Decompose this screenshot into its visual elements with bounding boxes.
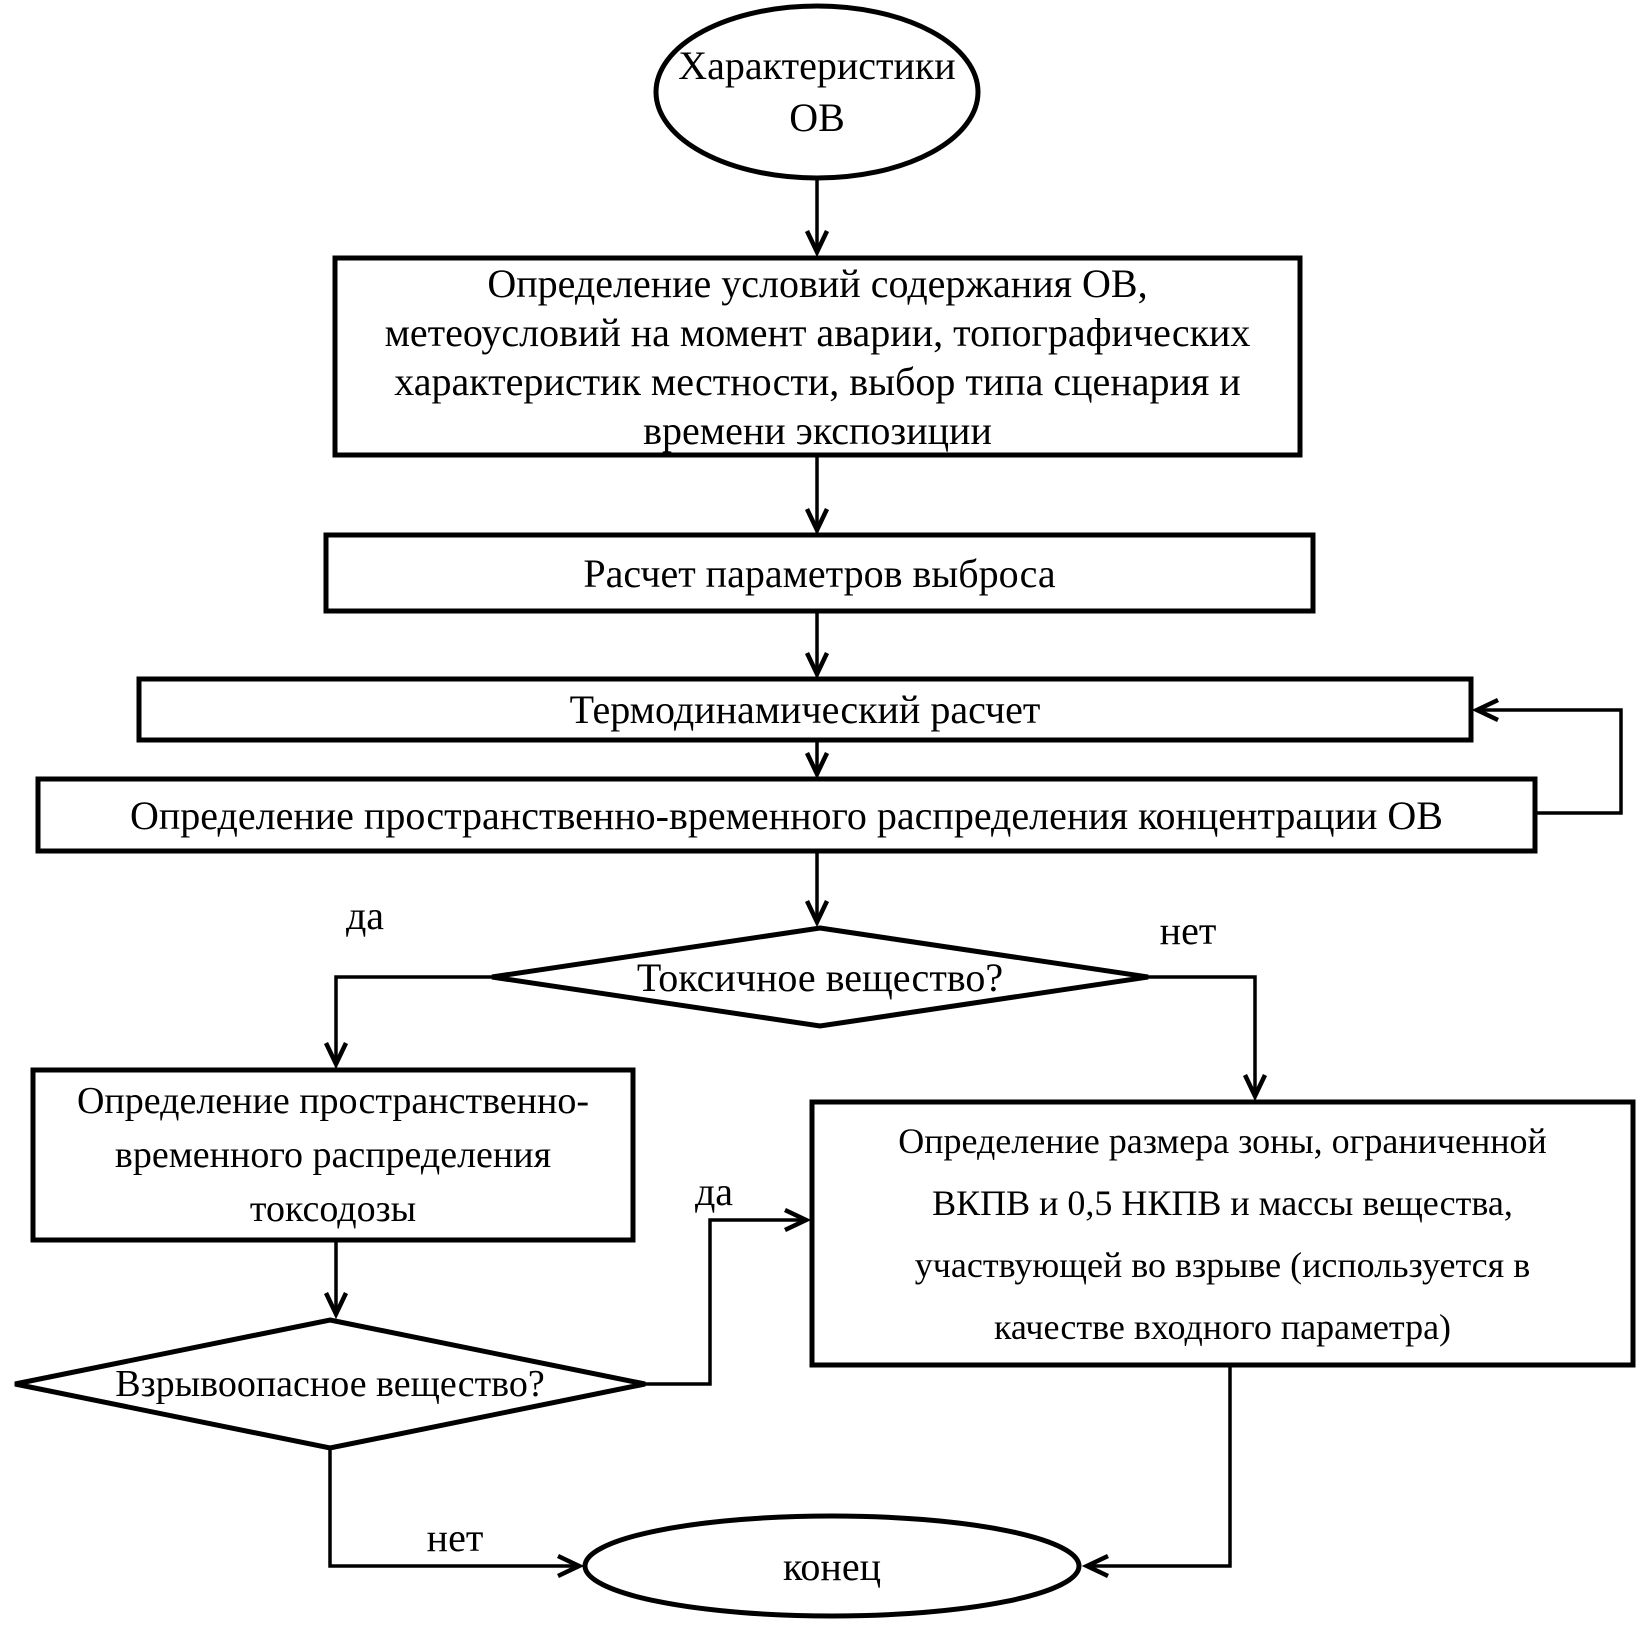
explosive-decision-label: Взрывоопасное вещество? [15, 1320, 645, 1448]
text-line: времени экспозиции [643, 407, 992, 453]
thermo-calc-process-shape [136, 676, 1474, 743]
toxdose-process-shape [30, 1067, 636, 1243]
text-line: токсодозы [249, 1188, 417, 1230]
text-line: Токсичное вещество? [636, 954, 1004, 1000]
text-line: Расчет параметров выброса [583, 550, 1056, 596]
explosion-zone-process-label: Определение размера зоны, ограниченной В… [812, 1102, 1633, 1365]
release-calc-process-label: Расчет параметров выброса [326, 535, 1313, 611]
text-line: Характеристики [678, 43, 956, 88]
concentration-process-shape [35, 776, 1538, 854]
text-line: конец [783, 1543, 881, 1589]
toxic-no-label: нет [1159, 907, 1217, 953]
text-line: метеоусловий на момент аварии, топографи… [384, 309, 1251, 355]
edge-explosion-zone-to-end [1087, 1365, 1232, 1566]
setup-process-label: Определение условий содержания ОВ, метео… [335, 258, 1300, 455]
toxic-decision-diamond-shape [491, 925, 1149, 1029]
release-calc-process-shape [323, 532, 1316, 614]
text-line: характеристик местности, выбор типа сцен… [394, 358, 1241, 404]
toxdose-process-label: Определение пространственно- временного … [33, 1070, 633, 1240]
toxic-decision-label: Токсичное вещество? [492, 928, 1148, 1026]
thermo-calc-process-label: Термодинамический расчет [139, 679, 1471, 740]
start-terminator-label: Характеристики ОВ [657, 24, 977, 160]
text-line: Определение пространственно-временного р… [130, 792, 1443, 838]
text-line: ВКПВ и 0,5 НКПВ и массы вещества, [932, 1182, 1513, 1223]
text-line: Взрывоопасное вещество? [115, 1362, 545, 1405]
text-line: временного распределения [114, 1134, 552, 1176]
edge-explosive-yes-to-explosion-zone [645, 1220, 806, 1386]
text-line: ОВ [789, 95, 845, 140]
explosive-yes-label: да [694, 1168, 734, 1214]
end-terminator-label: конец [585, 1516, 1079, 1616]
edge-toxic-yes-to-toxdose [336, 975, 492, 1064]
text-line: Определение условий содержания ОВ, [487, 260, 1148, 306]
concentration-process-label: Определение пространственно-временного р… [38, 779, 1535, 851]
text-line: Определение размера зоны, ограниченной [898, 1120, 1547, 1161]
text-line: Определение пространственно- [76, 1080, 590, 1122]
end-terminator-shape [582, 1513, 1082, 1619]
text-line: качестве входного параметра) [993, 1306, 1452, 1347]
edge-toxic-no-to-explosion-zone [1148, 975, 1255, 1096]
edge-concentration-loop-to-thermo [1477, 710, 1623, 815]
explosion-zone-process-shape [809, 1099, 1636, 1368]
edge-explosive-no-to-end [328, 1448, 579, 1566]
toxic-yes-label: да [345, 892, 385, 938]
text-line: Термодинамический расчет [569, 687, 1041, 732]
explosive-no-label: нет [426, 1514, 484, 1560]
text-line: участвующей во взрыве (используется в [914, 1244, 1531, 1285]
